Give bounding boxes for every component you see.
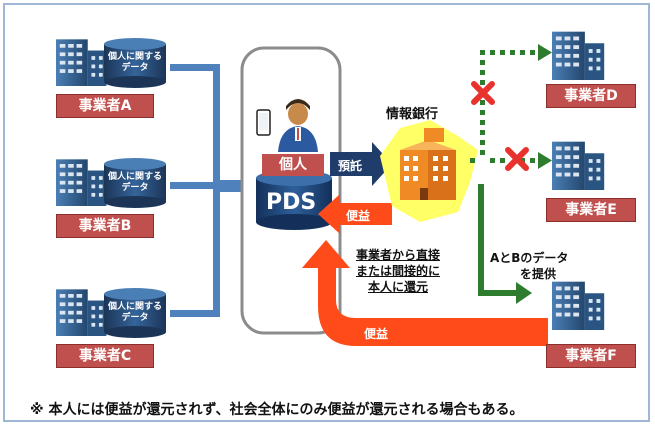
individual-label: 個人 <box>262 154 324 176</box>
building-icon <box>552 31 605 80</box>
bank-building-icon <box>400 128 456 200</box>
provide-label-line1: AとBのデータ <box>490 251 569 265</box>
smartphone-icon <box>256 109 271 136</box>
database-icon <box>104 288 166 338</box>
operator-a-label: 事業者A <box>56 94 154 118</box>
database-icon <box>104 38 166 88</box>
operator-b-label: 事業者B <box>56 214 154 238</box>
deposit-arrow <box>330 142 392 186</box>
benefit-arrow <box>318 194 392 234</box>
operator-b-data-label: 個人に関する データ <box>107 172 162 193</box>
operator-f-label: 事業者F <box>546 344 636 368</box>
database-icon <box>104 158 166 208</box>
return-note-line2: または間接的に <box>355 264 440 278</box>
provide-flow-line <box>478 184 532 304</box>
return-note: 事業者から直接 または間接的に 本人に還元 <box>340 247 456 295</box>
operator-d-label: 事業者D <box>546 84 636 108</box>
return-note-line3: 本人に還元 <box>367 280 428 294</box>
operator-c-label: 事業者C <box>56 344 154 368</box>
pds-label: PDS <box>266 190 317 215</box>
operator-a-data-label: 個人に関する データ <box>107 52 162 73</box>
benefit-label: 便益 <box>346 209 371 223</box>
outer-frame <box>3 3 650 422</box>
benefit-return-arrow <box>302 240 548 346</box>
bank-title: 情報銀行 <box>386 107 439 122</box>
benefit-bottom-label: 便益 <box>364 327 389 341</box>
operator-c-graphic <box>56 288 166 338</box>
operator-e-label: 事業者E <box>546 198 636 222</box>
blocked-flow-lines <box>470 44 552 169</box>
return-note-line1: 事業者から直接 <box>355 248 440 262</box>
provide-label-line2: を提供 <box>520 267 557 281</box>
operator-c-data-label: 個人に関する データ <box>107 302 162 323</box>
person-icon <box>278 99 318 152</box>
operator-b-graphic <box>56 158 166 208</box>
deposit-label: 預託 <box>338 159 363 173</box>
cross-icon <box>471 81 495 105</box>
building-icon <box>552 141 605 190</box>
operator-a-graphic <box>56 38 166 88</box>
building-icon <box>552 281 605 330</box>
cross-icon <box>505 147 529 171</box>
footnote: ※ 本人には便益が還元されず、社会全体にのみ便益が還元される場合もある。 <box>30 402 524 418</box>
